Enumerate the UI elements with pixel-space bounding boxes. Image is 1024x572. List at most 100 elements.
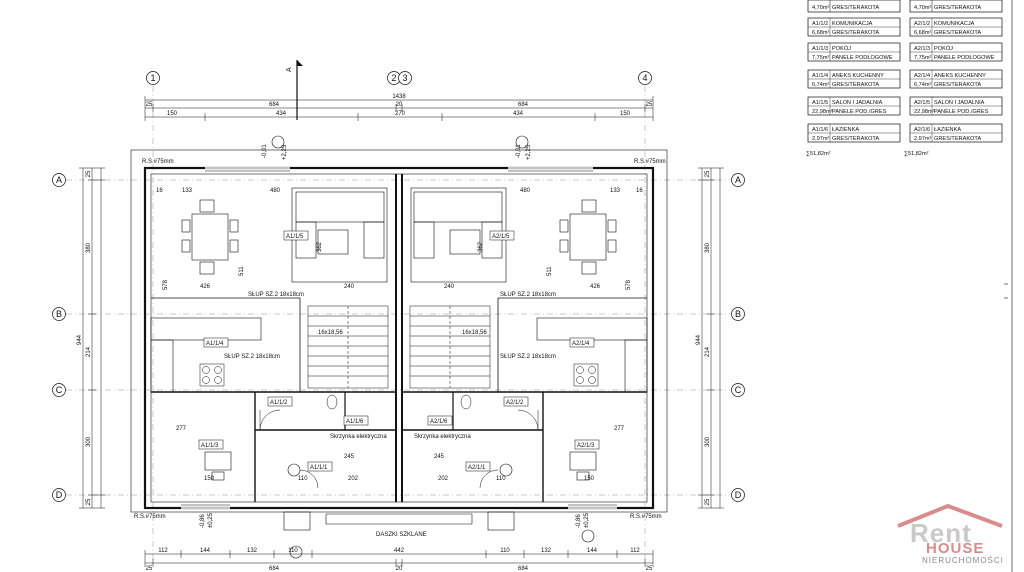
dim-side-total-right: 944 <box>696 334 702 345</box>
hob-left <box>199 363 225 387</box>
dim-bottom-110-left: 110 <box>288 548 298 554</box>
note-stairs-left: 16x18,56 <box>318 330 343 336</box>
dim-480-left: 480 <box>270 188 281 194</box>
legend-left-3-code: A1/1/4 <box>812 73 828 79</box>
dim-top-150-left: 150 <box>167 111 178 117</box>
legend-right-4-code: A2/1/5 <box>914 100 930 106</box>
legend-right-3-code: A2/1/4 <box>914 73 930 79</box>
dim-16-right: 16 <box>636 188 643 194</box>
dim-top-150-right: 150 <box>620 111 631 117</box>
axis-label-d-right: D <box>735 490 742 500</box>
logo-text-house: HOUSE <box>926 540 985 557</box>
dim-bottom-132-left: 132 <box>247 548 258 554</box>
dim-side-214-left: 214 <box>86 346 92 357</box>
dim-bottom-132-right: 132 <box>541 548 552 554</box>
axis-label-4: 4 <box>642 73 647 83</box>
axis-label-1: 1 <box>150 73 155 83</box>
legend-left-0-finish: GRES/TERAKOTA <box>832 5 879 11</box>
legend-left-3-finish: GRES/TERAKOTA <box>832 82 879 88</box>
dim-133-right: 133 <box>610 188 621 194</box>
dim-side-300-right: 300 <box>705 436 711 447</box>
legend-right-5-finish: GRES/TERAKOTA <box>934 136 981 142</box>
rent-house-logo: Rent HOUSE NIERUCHOMOŚCI <box>886 504 1016 566</box>
legend-right-5-code: A2/1/6 <box>914 127 930 133</box>
toilet-right <box>460 394 472 410</box>
legend-right-4-area: 22,98m² <box>914 109 935 115</box>
level-left-c: -0,86 <box>200 514 206 528</box>
dim-426-right: 426 <box>590 284 601 290</box>
legend-left-4-name: SALON I JADALNIA <box>832 100 883 106</box>
level-left-a: -0,01 <box>262 144 268 158</box>
elevation-markers <box>271 135 595 559</box>
dim-bottom-144-left: 144 <box>200 548 211 554</box>
legend-left-1-name: KOMUNIKACJA <box>832 21 873 27</box>
room-labels <box>198 230 600 472</box>
edge-marks <box>1004 283 1008 299</box>
legend-right-2-finish: PANELE PODŁOGOWE <box>934 55 995 61</box>
axis-label-b-right: B <box>735 309 741 319</box>
legend-right-3-name: ANEKS KUCHENNY <box>934 73 986 79</box>
note-slup-a: SŁUP SZ.2 18x18cm <box>248 292 304 298</box>
hob-right <box>573 363 599 387</box>
legend-right-1-code: A2/1/2 <box>914 21 930 27</box>
dim-bottom-684-right: 684 <box>518 566 529 572</box>
dim-top-434-left: 434 <box>276 111 287 117</box>
dim-side-25-top-left: 25 <box>86 170 92 177</box>
axis-markers-horizontal: A B C D A B C D <box>52 173 745 502</box>
dim-133-left: 133 <box>182 188 193 194</box>
dim-245-right: 245 <box>434 454 445 460</box>
dim-480-right: 480 <box>520 188 531 194</box>
level-right-b: +2,25 <box>526 144 532 160</box>
axis-label-a-right: A <box>735 175 741 185</box>
legend-right-5-name: ŁAZIENKA <box>934 127 961 133</box>
entrance-steps <box>283 511 515 531</box>
level-right-c: -0,86 <box>576 514 582 528</box>
dim-side-300-left: 300 <box>86 436 92 447</box>
dim-578-left: 578 <box>163 279 169 290</box>
legend-left-5-name: ŁAZIENKA <box>832 127 859 133</box>
dim-202-left: 202 <box>348 476 359 482</box>
level-left-b: +2,25 <box>282 144 288 160</box>
staircase-left <box>307 305 389 389</box>
bottom-dimensions <box>144 550 654 567</box>
dim-top-684-right: 684 <box>518 102 529 108</box>
legend-left-4-code: A1/1/5 <box>812 100 828 106</box>
legend-left-0-area: 4,70m² <box>812 5 830 11</box>
desk-right <box>569 451 597 481</box>
dim-bottom-20: 20 <box>396 566 403 572</box>
label-a111: A1/1/1 <box>310 465 328 471</box>
legend-right-1-area: 6,68m² <box>914 30 932 36</box>
note-daszki: DASZKI SZKLANE <box>376 532 427 538</box>
dim-top-434-right: 434 <box>513 111 524 117</box>
rs-bottom-left: R.S.#75mm <box>134 514 166 520</box>
dim-side-25-top-right: 25 <box>705 170 711 177</box>
house-roof-icon <box>897 504 1003 528</box>
label-a213: A2/1/3 <box>577 443 595 449</box>
dim-245-left: 245 <box>344 454 355 460</box>
label-a211: A2/1/1 <box>468 465 486 471</box>
axis-label-c-left: C <box>56 385 63 395</box>
legend-left-1-code: A1/1/2 <box>812 21 828 27</box>
legend-left-3-name: ANEKS KUCHENNY <box>832 73 884 79</box>
legend-left-2-name: POKÓJ <box>832 45 851 52</box>
dim-bottom-144-right: 144 <box>587 548 598 554</box>
section-marker: A <box>286 60 303 120</box>
legend-right-4-finish: PANELE POD./GRES <box>934 109 989 115</box>
top-dimensions <box>144 96 654 121</box>
staircase-right <box>409 305 491 389</box>
axis-label-2: 2 <box>391 73 396 83</box>
dim-511-right: 511 <box>547 266 553 276</box>
legend-left-5-finish: GRES/TERAKOTA <box>832 136 879 142</box>
dim-bottom-442: 442 <box>394 548 405 554</box>
legend-right-3-area: 6,74m² <box>914 82 932 88</box>
dim-top-684-left: 684 <box>269 102 280 108</box>
legend-right-2-name: POKÓJ <box>934 45 953 52</box>
legend-left-5-code: A1/1/6 <box>812 127 828 133</box>
legend-right-2-code: A2/1/3 <box>914 46 930 52</box>
dim-362-right: 362 <box>478 241 484 252</box>
note-slup-b: SŁUP SZ.2 18x18cm <box>500 292 556 298</box>
dim-bottom-25-left: 25 <box>146 566 153 572</box>
legend-left-2-area: 7,75m² <box>812 55 830 61</box>
level-right-a: -0,01 <box>516 144 522 158</box>
